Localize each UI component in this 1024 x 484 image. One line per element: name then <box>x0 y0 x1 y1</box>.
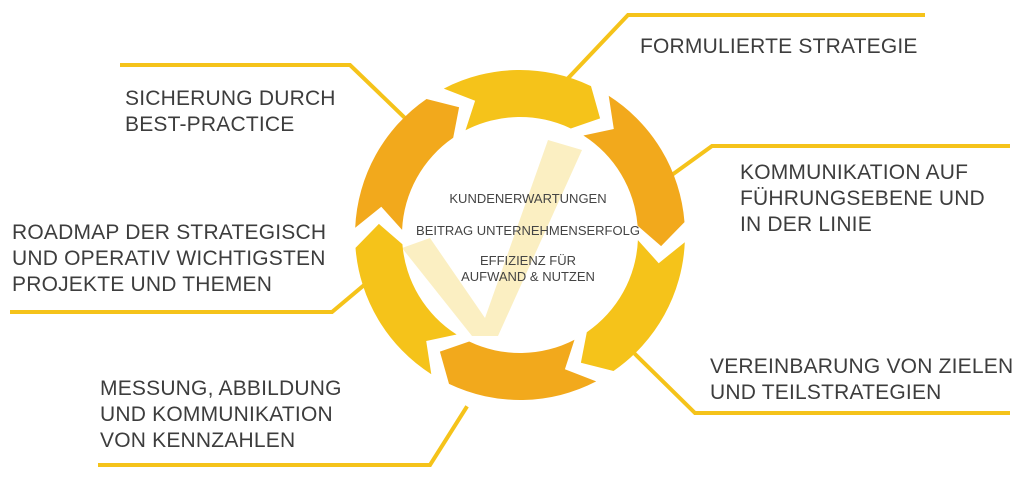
label-line: IN DER LINIE <box>740 213 872 236</box>
ring-segment-assurance <box>443 69 601 131</box>
label-line: FORMULIERTE STRATEGIE <box>640 35 918 58</box>
leader-line-strategy <box>552 13 925 95</box>
label-line: MESSUNG, ABBILDUNG <box>100 377 342 400</box>
label-agreement: VEREINBARUNG VON ZIELEN UND TEILSTRATEGI… <box>710 354 1013 406</box>
ring-segment-measurement <box>355 223 457 375</box>
ring-segment-communication <box>580 240 685 371</box>
center-line-effort-benefit: AUFWAND & NUTZEN <box>461 269 595 284</box>
label-line: UND OPERATIV WICHTIGSTEN <box>12 247 326 270</box>
leader-line-agreement <box>633 352 1010 415</box>
leader-line-measurement <box>98 405 469 467</box>
label-measurement: MESSUNG, ABBILDUNG UND KOMMUNIKATION VON… <box>100 376 342 454</box>
leader-line-assurance <box>120 63 408 121</box>
center-line-business-contribution: BEITRAG UNTERNEHMENSERFOLG <box>416 223 640 238</box>
ring-segment-strategy <box>583 95 685 247</box>
cycle-ring <box>355 69 685 401</box>
label-assurance: SICHERUNG DURCH BEST-PRACTICE <box>125 86 336 138</box>
label-line: UND TEILSTRATEGIEN <box>710 381 942 404</box>
label-line: VON KENNZAHLEN <box>100 429 296 452</box>
label-line: BEST-PRACTICE <box>125 113 295 136</box>
label-communication: KOMMUNIKATION AUF FÜHRUNGSEBENE UND IN D… <box>740 160 985 238</box>
checkmark-shape <box>402 140 582 336</box>
label-line: ROADMAP DER STRATEGISCH <box>12 221 327 244</box>
center-text: KUNDENERWARTUNGEN BEITRAG UNTERNEHMENSER… <box>395 191 661 285</box>
label-line: PROJEKTE UND THEMEN <box>12 273 273 296</box>
label-formulated-strategy: FORMULIERTE STRATEGIE <box>640 34 918 60</box>
center-line-efficiency: EFFIZIENZ FÜR <box>479 253 577 268</box>
label-line: KOMMUNIKATION AUF <box>740 161 969 184</box>
label-line: SICHERUNG DURCH <box>125 87 336 110</box>
center-line-customer-expectations: KUNDENERWARTUNGEN <box>449 191 607 206</box>
label-line: VEREINBARUNG VON ZIELEN <box>710 355 1014 378</box>
ring-segment-agreement <box>439 339 597 401</box>
label-line: UND KOMMUNIKATION <box>100 403 333 426</box>
ring-segment-roadmap <box>355 99 460 230</box>
label-roadmap: ROADMAP DER STRATEGISCH UND OPERATIV WIC… <box>12 220 326 298</box>
label-line: FÜHRUNGSEBENE UND <box>740 187 985 210</box>
